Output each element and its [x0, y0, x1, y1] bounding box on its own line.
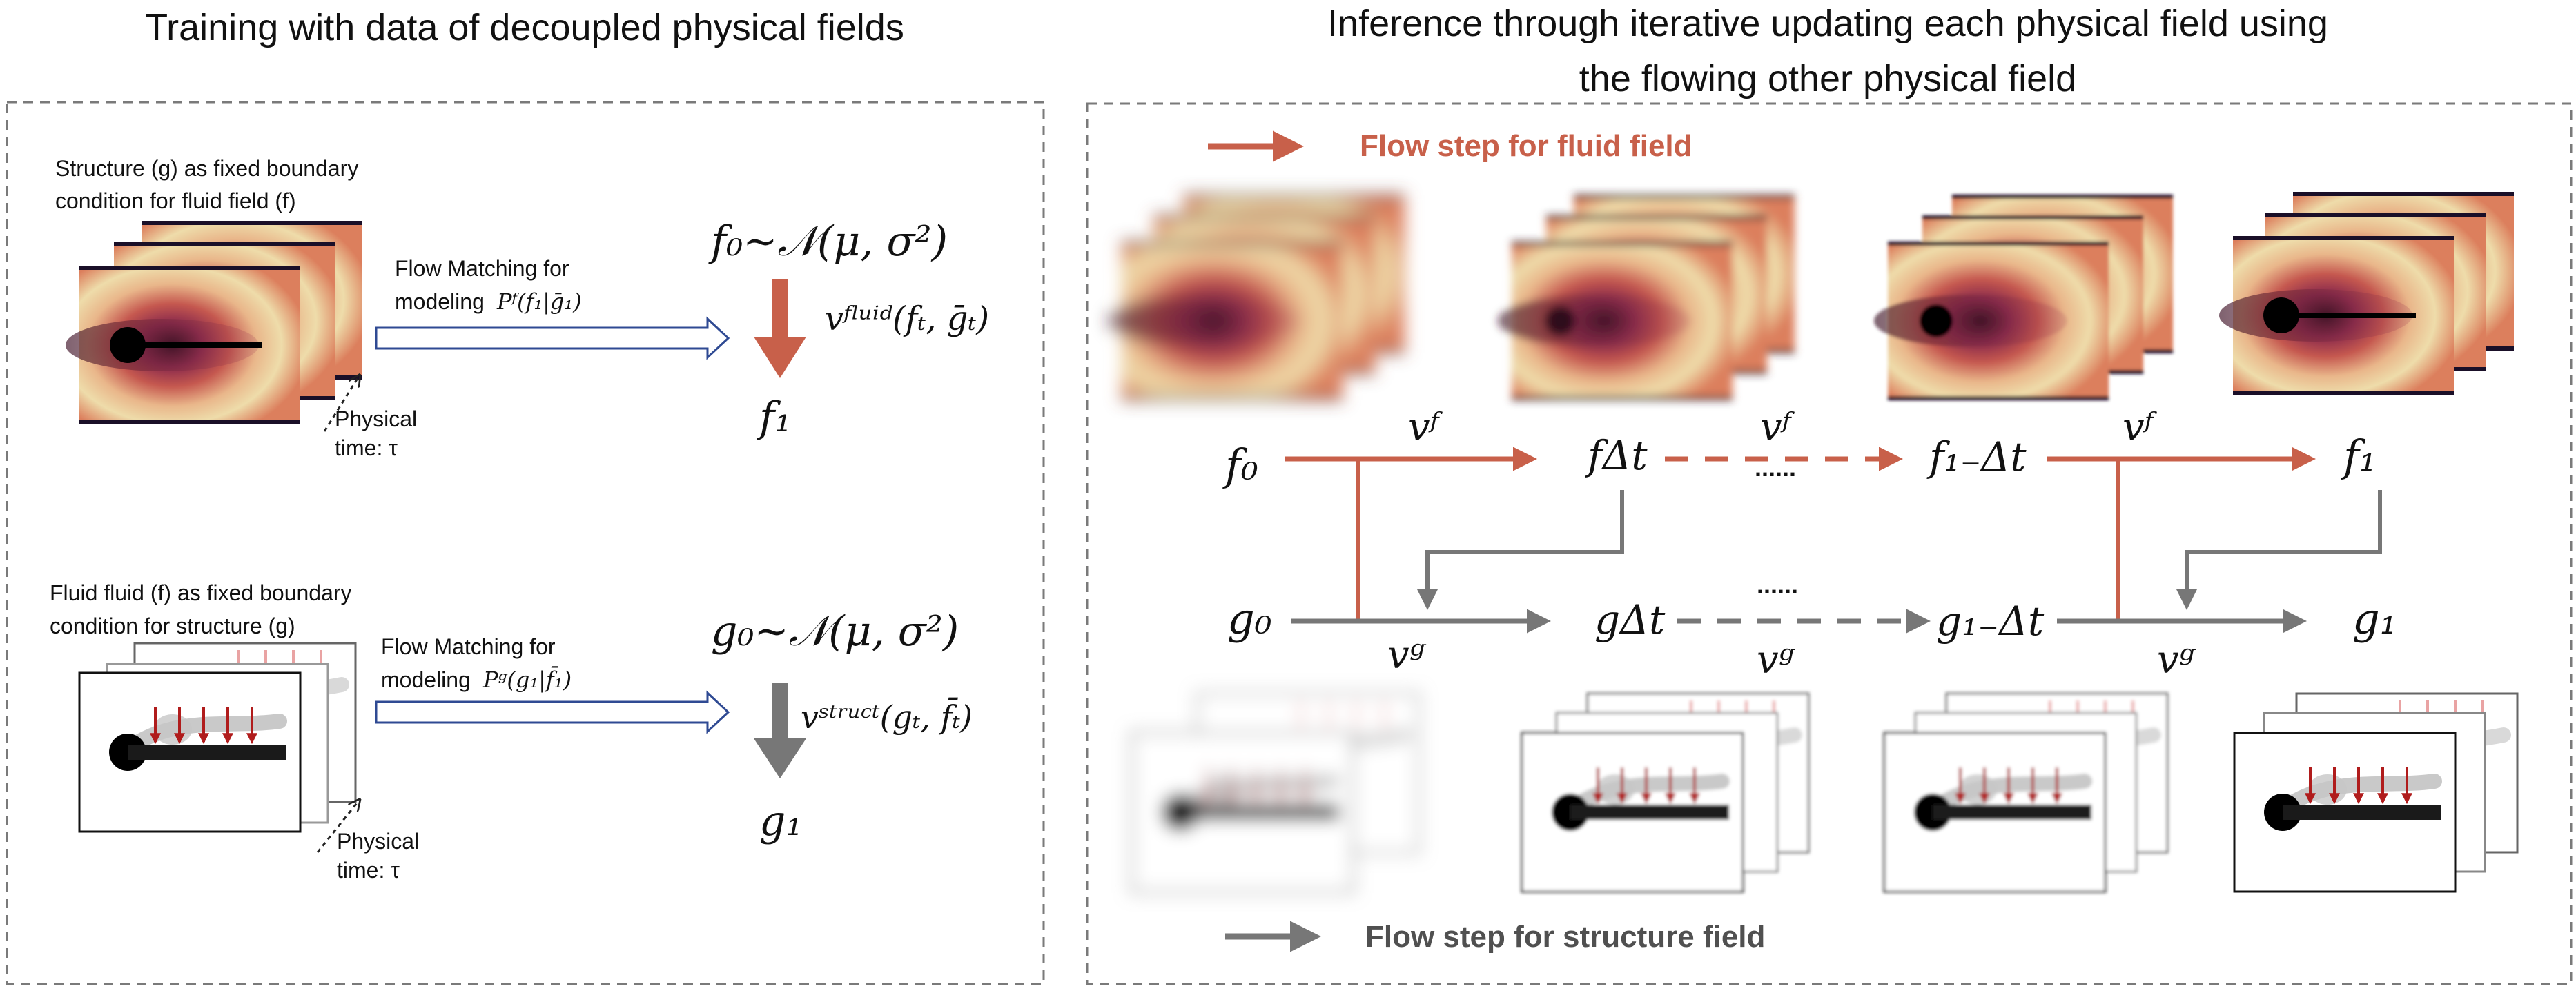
- struct-condition-desc-line2: condition for structure (g): [50, 614, 295, 638]
- fluid-condition-desc-line1: Structure (g) as fixed boundary: [55, 156, 358, 181]
- fluid-snapshot-step-2: [1874, 195, 2173, 400]
- g-node-0: g₀: [1227, 593, 1272, 644]
- g-node-1: gΔt: [1594, 596, 1666, 643]
- fluid-time-arrow: [323, 376, 359, 432]
- struct-flow-matching-line2: modeling: [381, 667, 471, 692]
- struct-condition-desc-line1: Fluid fluid (f) as fixed boundary: [50, 580, 352, 605]
- struct-coupling-elbow-2: [2176, 490, 2382, 610]
- struct-snapshot-step-1: [1522, 694, 1808, 892]
- struct-velocity-field: vˢᵗʳᵘᶜᵗ(gₜ, f̄ₜ): [801, 696, 973, 736]
- fluid-flow-matching-line2: modeling: [395, 289, 485, 314]
- g-node-3: g₁: [2352, 593, 2397, 644]
- struct-time-label-line1: Physical: [337, 829, 419, 854]
- f-node-1: fΔt: [1585, 432, 1648, 479]
- vf-label-2: vᶠ: [1760, 405, 1795, 450]
- fluid-condition-desc-line2: condition for fluid field (f): [55, 188, 296, 213]
- fluid-flow-matching-line1: Flow Matching for: [395, 256, 569, 281]
- vg-label-3: vᵍ: [2157, 638, 2196, 683]
- fluid-snapshot-stack: [66, 221, 362, 424]
- left-panel-border: [6, 101, 1045, 985]
- structure-snapshot-stack: [79, 643, 355, 832]
- vg-label-2: vᵍ: [1757, 638, 1796, 683]
- g-node-2: g₁₋Δt: [1936, 598, 2045, 645]
- left-panel-title: Training with data of decoupled physical…: [145, 7, 904, 48]
- fluid-snapshot-step-3: [2219, 192, 2514, 395]
- fluid-target: f₁: [757, 393, 791, 442]
- struct-prior-distribution: g₀~𝒩(μ, σ²): [711, 607, 959, 656]
- structure-training-row: Fluid fluid (f) as fixed boundary condit…: [50, 580, 973, 883]
- f-node-0: f₀: [1222, 440, 1258, 490]
- struct-snapshot-step-2: [1884, 694, 2167, 892]
- fluid-training-arrow: [754, 279, 806, 378]
- legend-struct-label: Flow step for structure field: [1365, 920, 1765, 954]
- vf-label-1: vᶠ: [1408, 405, 1443, 450]
- struct-hollow-arrow: [375, 690, 730, 734]
- fluid-snapshot-step-0: [1108, 195, 1405, 400]
- struct-snapshot-step-3: [2234, 694, 2517, 892]
- f-node-3: f₁: [2341, 431, 2377, 481]
- struct-flow-matching-line1: Flow Matching for: [381, 634, 556, 659]
- fluid-conditional-prob: Pᶠ(f₁|ḡ₁): [496, 288, 582, 315]
- legend-fluid-label: Flow step for fluid field: [1360, 129, 1692, 163]
- ellipsis-struct: ......: [1757, 571, 1798, 599]
- right-panel: Inference through iterative updating eac…: [1086, 3, 2573, 985]
- struct-conditional-prob: Pᵍ(g₁|f̄₁): [482, 666, 572, 693]
- struct-target: g₁: [759, 797, 802, 845]
- fluid-velocity-field: vᶠˡᵘⁱᵈ(fₜ, ḡₜ): [825, 300, 989, 338]
- fluid-time-label-line1: Physical: [335, 406, 417, 431]
- vf-label-3: vᶠ: [2123, 405, 2158, 450]
- struct-time-label-line2: time: τ: [337, 858, 400, 883]
- fluid-hollow-arrow: [375, 316, 730, 360]
- ellipsis-fluid: ......: [1755, 453, 1796, 482]
- right-panel-title-line2: the flowing other physical field: [1579, 58, 2076, 99]
- fluid-training-row: Structure (g) as fixed boundary conditio…: [55, 156, 989, 460]
- struct-time-arrow: [316, 801, 359, 853]
- fluid-time-label-line2: time: τ: [335, 435, 398, 460]
- left-panel: Training with data of decoupled physical…: [6, 7, 1045, 985]
- right-panel-border: [1086, 102, 2573, 985]
- struct-coupling-elbow-1: [1417, 490, 1624, 610]
- fluid-prior-distribution: f₀~𝒩(μ, σ²): [708, 217, 948, 266]
- vg-label-1: vᵍ: [1387, 633, 1427, 678]
- fluid-snapshot-step-1: [1498, 195, 1795, 400]
- struct-training-arrow: [754, 683, 806, 778]
- right-panel-title-line1: Inference through iterative updating eac…: [1327, 3, 2328, 44]
- f-node-2: f₁₋Δt: [1926, 433, 2027, 480]
- struct-snapshot-step-0: [1132, 694, 1418, 892]
